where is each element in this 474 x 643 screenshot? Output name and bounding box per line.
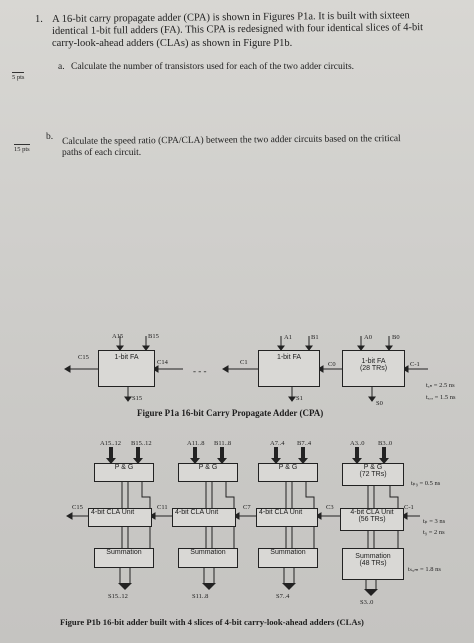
input-a15-12: A15..12: [100, 440, 121, 447]
timing-pg: tₚ₉ = 0.5 ns: [411, 480, 441, 487]
label-cla-c3: C3: [326, 504, 334, 511]
label-c0: C0: [328, 361, 336, 368]
input-b15-12: B15..12: [131, 440, 152, 447]
part-a-label: a.: [58, 62, 65, 72]
question-line-3: carry-look-ahead adders (CLAs) as shown …: [52, 38, 293, 49]
label-c1-mid: C1: [240, 359, 248, 366]
question-number: 1.: [35, 14, 43, 25]
label-s1: S1: [296, 395, 303, 402]
timing-cla-p: tₚ = 3 ns: [423, 518, 446, 525]
pg-block-2: P & G: [178, 463, 238, 482]
ellipsis: - - -: [193, 366, 207, 376]
label-a1: A1: [284, 334, 292, 341]
cla-unit-2: 4-bit CLA Unit: [172, 508, 236, 527]
pg-block-3: P & G: [258, 463, 318, 482]
output-s11-8: S11..8: [192, 593, 209, 600]
label-a0: A0: [364, 334, 372, 341]
input-a3-0: A3..0: [350, 440, 365, 447]
output-s15-12: S15..12: [108, 593, 128, 600]
summation-1: Summation: [94, 548, 154, 568]
input-b7-4: B7..4: [297, 440, 312, 447]
timing-and: tₐₙ = 2.5 ns: [426, 382, 455, 389]
full-adder-bit-15: 1-bit FA: [98, 350, 155, 387]
label-a15: A15: [112, 333, 124, 340]
part-b-line-2: paths of each circuit.: [62, 148, 142, 158]
label-cla-c11: C11: [157, 504, 168, 511]
figure-p1a-caption: Figure P1a 16-bit Carry Propagate Adder …: [137, 408, 324, 418]
label-cla-c7: C7: [243, 504, 251, 511]
cla-unit-1: 4-bit CLA Unit: [88, 508, 152, 527]
figure-p1b-caption: Figure P1b 16-bit adder built with 4 sli…: [60, 617, 364, 627]
label-s15: S15: [132, 395, 143, 402]
summation-3: Summation: [258, 548, 318, 568]
label-cla-c15: C15: [72, 504, 83, 511]
summation-2: Summation: [178, 548, 238, 568]
part-b-label: b.: [46, 132, 54, 142]
full-adder-bit-1: 1-bit FA: [258, 350, 320, 387]
timing-sum: tₛᵤₘ = 1.8 ns: [408, 566, 441, 573]
input-b3-0: B3..0: [378, 440, 393, 447]
pg-block-1: P & G: [94, 463, 154, 482]
label-c14: C14: [157, 359, 168, 366]
output-s7-4: S7..4: [276, 593, 290, 600]
part-a-text: Calculate the number of transistors used…: [71, 62, 355, 72]
part-b-points: 15 pts: [14, 144, 30, 153]
input-a7-4: A7..4: [270, 440, 285, 447]
input-b11-8: B11..8: [214, 440, 232, 447]
label-cm1: C-1: [410, 361, 420, 368]
cla-unit-3: 4-bit CLA Unit: [256, 508, 318, 527]
input-a11-8: A11..8: [187, 440, 205, 447]
full-adder-bit-0: 1-bit FA(28 TRs): [342, 350, 405, 387]
timing-cla-g: t₉ = 2 ns: [423, 529, 445, 536]
label-cla-cm1: C-1: [404, 504, 414, 511]
label-b15: B15: [148, 333, 159, 340]
cla-unit-4: 4-bit CLA Unit(56 TRs): [340, 508, 404, 531]
summation-4: Summation(48 TRs): [342, 548, 404, 580]
label-b0: B0: [392, 334, 400, 341]
timing-xor: tₓₒᵣ = 1.5 ns: [426, 394, 456, 401]
label-b1: B1: [311, 334, 319, 341]
label-c15: C15: [78, 354, 89, 361]
output-s3-0: S3..0: [360, 599, 374, 606]
pg-block-4: P & G(72 TRs): [342, 463, 404, 486]
part-a-points: 5 pts: [12, 72, 25, 81]
label-s0: S0: [376, 400, 383, 407]
